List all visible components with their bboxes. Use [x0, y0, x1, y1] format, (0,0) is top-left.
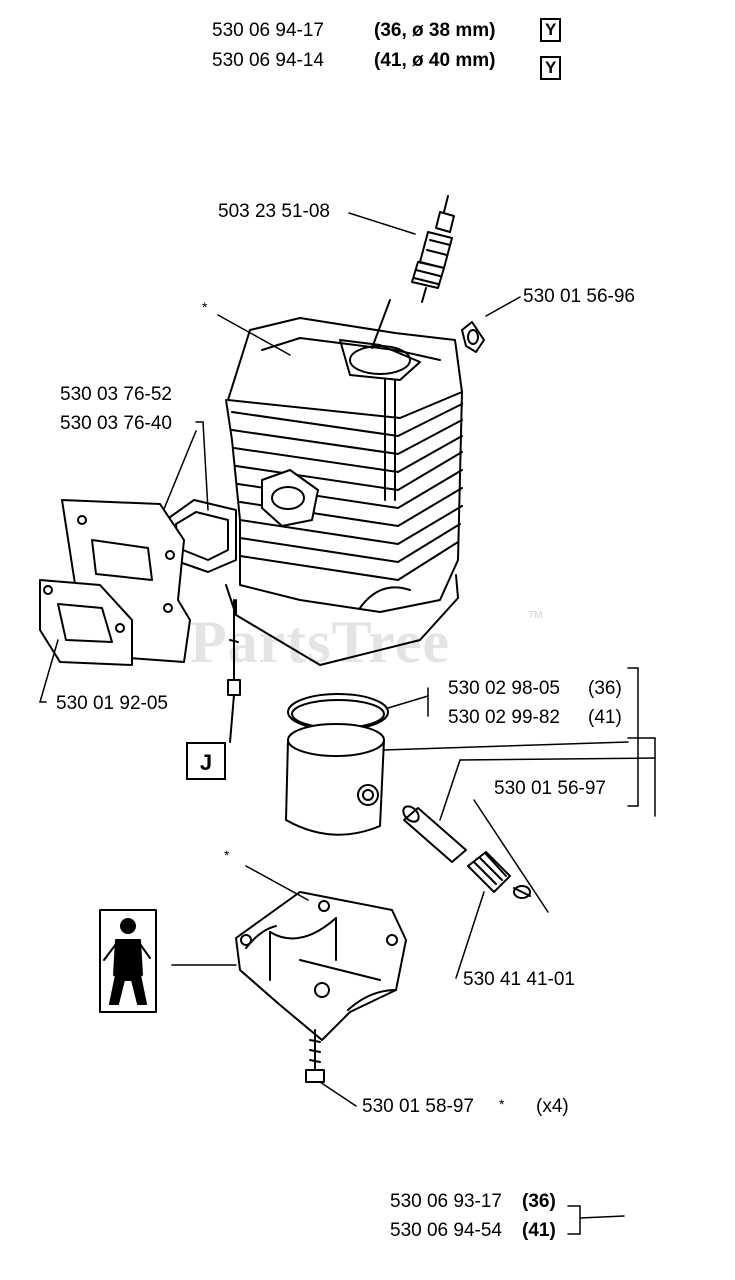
ring-41-label: 530 02 99-82 [448, 707, 560, 728]
header-part-2: 530 06 94-14 [212, 50, 324, 71]
kit-36-size: (36) [522, 1191, 556, 1212]
ring-36-label: 530 02 98-05 [448, 678, 560, 699]
gasket-b-label: 530 03 76-40 [60, 413, 172, 434]
muffler-gasket-label: 530 01 92-05 [56, 693, 168, 714]
cylinder-illustration [225, 299, 463, 666]
j-badge: J [186, 742, 226, 780]
kit-41-label: 530 06 94-54 [390, 1220, 502, 1241]
crankcase-illustration [235, 891, 407, 1041]
mechanic-icon [99, 909, 157, 1013]
version-badge-1: Y [540, 18, 562, 42]
crankcase-screw-illustration [305, 1029, 325, 1083]
cylinder-bolt-illustration [227, 599, 241, 743]
header-badge-2-wrap: Y [536, 56, 562, 80]
gasket-a-label: 530 03 76-52 [60, 384, 172, 405]
circlip-label: 530 01 56-97 [494, 778, 606, 799]
kit-36-label: 530 06 93-17 [390, 1191, 502, 1212]
screw-qty: (x4) [536, 1096, 569, 1117]
spark-plug-label: 503 23 51-08 [218, 201, 330, 222]
needle-bearing-illustration [467, 851, 511, 893]
piston-pin-illustration [402, 805, 467, 863]
header-part-1: 530 06 94-17 [212, 20, 324, 41]
clip-label: 530 01 56-96 [523, 286, 635, 307]
header-spec-1: (36, ø 38 mm) [374, 20, 496, 41]
cylinder-star: * [202, 299, 208, 315]
watermark-tm: TM [528, 610, 543, 621]
piston-illustration [285, 723, 385, 836]
ring-41-size: (41) [588, 707, 622, 728]
screw-star: * [499, 1096, 505, 1112]
circlip-illustration [513, 885, 531, 899]
muffler-gasket-illustration [39, 579, 133, 666]
spark-plug-illustration [411, 195, 455, 303]
bearing-label: 530 41 41-01 [463, 969, 575, 990]
header-spec-2: (41, ø 40 mm) [374, 50, 496, 71]
ring-36-size: (36) [588, 678, 622, 699]
clip-illustration [461, 321, 485, 353]
screw-label: 530 01 58-97 [362, 1096, 474, 1117]
header-badge-1-wrap: Y [536, 18, 562, 42]
crankcase-star: * [224, 847, 230, 863]
version-badge-2: Y [540, 56, 562, 80]
kit-41-size: (41) [522, 1220, 556, 1241]
